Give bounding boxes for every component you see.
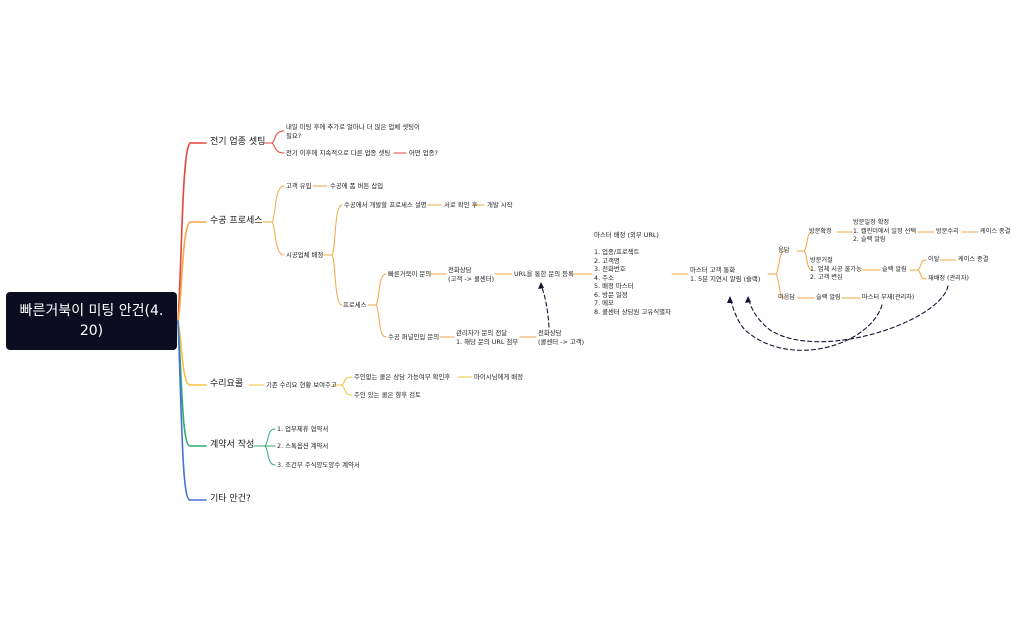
node-contract-2[interactable]: 2. 스톡옵션 계약서 [277,442,329,450]
dashed-arrow-absent-to-call [730,299,883,351]
node-sugong-inbound[interactable]: 수공 퍼널인입 문의 [388,333,440,341]
connector-root-b2 [177,221,207,322]
topic-sugong-process[interactable]: 수공 프로세스 [210,216,263,226]
node-visit-reject[interactable]: 방문거절 1. 업체 시공 불가능 2. 고객 변심 [810,257,862,281]
node-case-close-2[interactable]: 케이스 종결 [958,256,989,263]
node-master-assign-list[interactable]: 마스터 배정 (외부 URL) 1. 업종/프로젝트 2. 고객명 3. 전화번… [594,231,671,316]
node-show-suriyo[interactable]: 기존 수리요 현황 보여주고 [266,381,337,389]
topic-suriyo-call[interactable]: 수리요콜 [210,379,244,389]
node-phone-consult-2[interactable]: 전화상담 (콜센터 -> 고객) [538,329,585,346]
connector-root-b1 [177,142,207,322]
node-slack-alert-1[interactable]: 슬랙 알림 [816,294,841,301]
node-url-register[interactable]: URL을 통한 문의 등록 [514,270,574,278]
root-title: 빠른거북이 미팅 안건(4. 20) [19,303,164,339]
node-after-confirm[interactable]: 서로 확인 후 [444,201,478,209]
node-master-call[interactable]: 마스터 고객 통화 1. 5분 지연시 알림 (슬랙) [690,266,761,283]
node-visit-repair[interactable]: 방문수리 [936,228,959,235]
node-reassign[interactable]: 재배정 (관리자) [928,275,969,282]
node-assign-maisi[interactable]: 마이시님에게 배정 [474,373,524,381]
node-form-button[interactable]: 수공에 폼 버튼 삽입 [330,182,384,190]
node-visit-confirm[interactable]: 방문확정 [809,228,832,235]
topic-contract[interactable]: 계약서 작성 [210,440,255,450]
node-contract-3[interactable]: 3. 조건부 주식양도양수 계약서 [277,461,360,469]
node-continue-setting[interactable]: 전기 이후에 지속적으로 다른 업종 셋팅 [286,149,391,157]
node-owned-calls[interactable]: 주인 있는 콜은 향후 검토 [354,391,421,399]
dashed-arrow-consult-to-url [540,284,550,328]
topic-electric-setting[interactable]: 전기 업종 셋팅 [210,137,266,147]
node-answer[interactable]: 응답 [778,247,790,254]
node-more-partners[interactable]: 내일 미팅 후에 추가로 얼마나 더 많은 업체 셋팅이 필요? [286,123,420,140]
node-visit-schedule[interactable]: 방문일정 확정 1. 캘린더에서 일정 선택 2. 슬랙 알림 [853,219,917,243]
node-fast-turtle-inquiry[interactable]: 빠른거북이 문의 [388,270,432,278]
node-phone-consult[interactable]: 전화상담 (고객 -> 콜센터) [448,266,495,283]
node-start-dev[interactable]: 개발 시작 [487,201,513,209]
topic-other[interactable]: 기타 안건? [210,494,251,504]
node-no-answer[interactable]: 미응답 [778,294,796,301]
connector-root-b5 [177,320,207,501]
node-case-close-1[interactable]: 케이스 종결 [980,228,1011,235]
node-admin-forward[interactable]: 관리자가 문의 전달 1. 해당 문의 URL 첨부 [456,329,519,346]
node-slack-alert-2[interactable]: 슬랙 알림 [882,266,907,273]
node-customer-inflow[interactable]: 고객 유입 [286,182,312,190]
node-explain-process[interactable]: 수공에서 개발할 프로세스 설명 [344,201,427,209]
node-process[interactable]: 프로세스 [343,301,367,309]
root-topic[interactable]: 빠른거북이 미팅 안건(4. 20) [6,292,177,350]
node-master-absent[interactable]: 마스터 부재(관리자) [862,294,915,301]
node-leave[interactable]: 이탈 [928,256,940,263]
dashed-arrow-reassign-to-call [748,285,949,343]
node-free-calls[interactable]: 주인없는 콜은 상담 가능여부 확인후 [354,373,451,381]
node-contract-1[interactable]: 1. 업무제휴 협약서 [277,425,329,433]
node-partner-assign[interactable]: 시공업체 배정 [286,251,324,259]
connector-root-b3 [177,320,207,386]
node-which-industry[interactable]: 어떤 업종? [409,149,438,157]
